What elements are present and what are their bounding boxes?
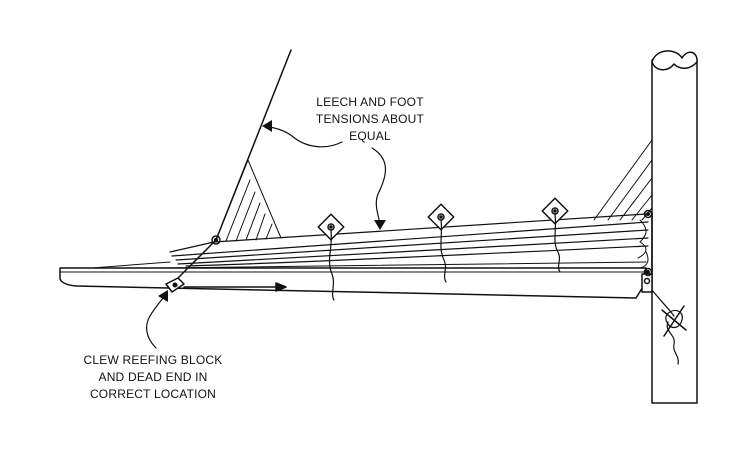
callout-leader-bottom [147,294,166,348]
callout-leader-top-down [372,148,386,224]
callout-bottom-line-3: CORRECT LOCATION [89,387,217,401]
luff-cringles [645,211,652,276]
callout-top-line-1: LEECH AND FOOT [316,95,424,109]
callout-bottom-line-2: AND DEAD END IN [98,370,208,384]
callout-arrowhead-down [374,220,386,230]
clew-reefing-block [166,278,184,292]
reef-point-1 [318,214,343,300]
callout-leader-top [264,126,342,147]
callout-arrowhead-top [262,120,272,132]
leech-hatching [216,160,281,241]
gooseneck-fitting [642,214,652,292]
callout-top-line-3: EQUAL [349,129,391,143]
callout-arrowhead-bottom [158,290,168,302]
clew-reef-line [176,240,216,280]
callout-leech-foot-tension: LEECH AND FOOT TENSIONS ABOUT EQUAL [300,94,440,145]
callout-top-line-2: TENSIONS ABOUT [315,112,425,126]
luff-hatching [594,140,652,220]
callout-bottom-line-1: CLEW REEFING BLOCK [83,353,223,367]
callout-clew-reefing-block: CLEW REEFING BLOCK AND DEAD END IN CORRE… [68,352,238,403]
reef-point-2 [428,204,453,282]
tension-arrow [184,283,286,291]
boom [60,262,646,298]
reef-point-3 [542,198,567,272]
reefed-sail-folds [170,214,648,268]
reefing-line-and-cleat [652,290,686,364]
